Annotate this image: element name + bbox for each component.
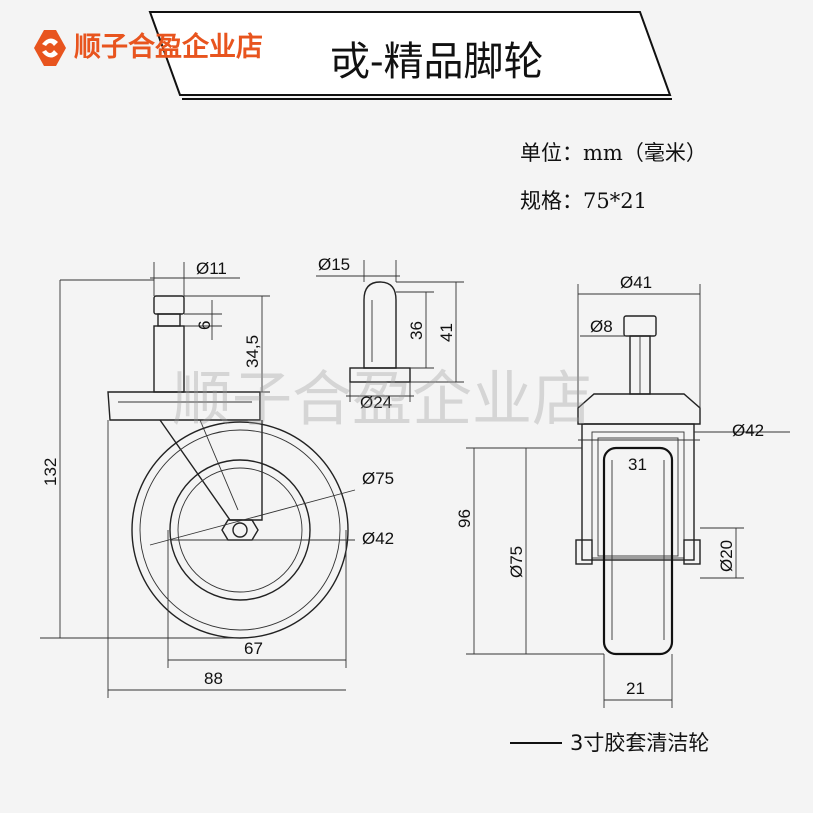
sleeve-view: Ø15 36 41 Ø24: [316, 255, 464, 412]
dim-stem-dia: Ø11: [196, 259, 227, 278]
store-logo: 顺子合盈企业店: [34, 30, 263, 66]
dim-hub-dia: Ø42: [362, 529, 394, 548]
dim-overall-height: 132: [41, 458, 60, 486]
dim-sleeve-base: Ø24: [360, 393, 392, 412]
watermark: 顺子合盈企业店: [172, 365, 592, 435]
stem-cap: [153, 295, 185, 315]
front-bolt-head: [623, 315, 657, 337]
sleeve-body: [363, 281, 397, 369]
dim-stem-groove: 6: [195, 321, 214, 330]
front-bracket: [581, 423, 695, 561]
store-logo-icon: [34, 30, 66, 66]
header-panel: [148, 11, 672, 96]
wheel-hub: [169, 459, 311, 601]
header-title: 戓-精品脚轮: [330, 39, 544, 85]
stem-groove: [157, 313, 181, 327]
dim-inner-width: 31: [628, 455, 647, 474]
dim-width-side: 88: [204, 669, 223, 688]
spec-size: 规格：75*21: [520, 189, 647, 213]
front-wheel: [602, 446, 674, 656]
front-top-plate: [577, 393, 701, 425]
axle-right: [683, 539, 701, 565]
side-view: Ø11 6 34,5 132 Ø75 Ø42 67 88: [40, 259, 394, 698]
dim-wheel-dia: Ø75: [362, 469, 394, 488]
dim-wheel-dia-front: Ø75: [507, 546, 526, 578]
dim-offset: 67: [244, 639, 263, 658]
axle-left: [575, 539, 593, 565]
dim-frame-height: 96: [455, 509, 474, 528]
dim-top-width: Ø41: [620, 273, 652, 292]
front-view: Ø41 Ø8 Ø42 31 96 Ø75 Ø20 21: [455, 273, 790, 708]
spec-unit: 单位：mm（毫米）: [520, 141, 707, 165]
dim-sleeve-inner: 36: [407, 321, 426, 340]
caption-text: 3寸胶套清洁轮: [570, 731, 709, 755]
caption: 3寸胶套清洁轮: [510, 731, 709, 755]
dim-wheel-width: 21: [626, 679, 645, 698]
wheel-tread: [139, 429, 341, 631]
dim-bolt-dia: Ø8: [590, 317, 613, 336]
wheel-outer: [131, 421, 349, 639]
dim-sleeve-dia: Ø15: [318, 255, 350, 274]
dim-bracket-width: Ø42: [732, 421, 764, 440]
sleeve-base: [349, 367, 411, 383]
dim-sleeve-outer: 41: [437, 323, 456, 342]
header-banner: 戓-精品脚轮: [148, 11, 672, 100]
store-name: 顺子合盈企业店: [74, 31, 263, 63]
dim-axle-dia: Ø20: [717, 540, 736, 572]
dim-stem-length: 34,5: [243, 335, 262, 368]
